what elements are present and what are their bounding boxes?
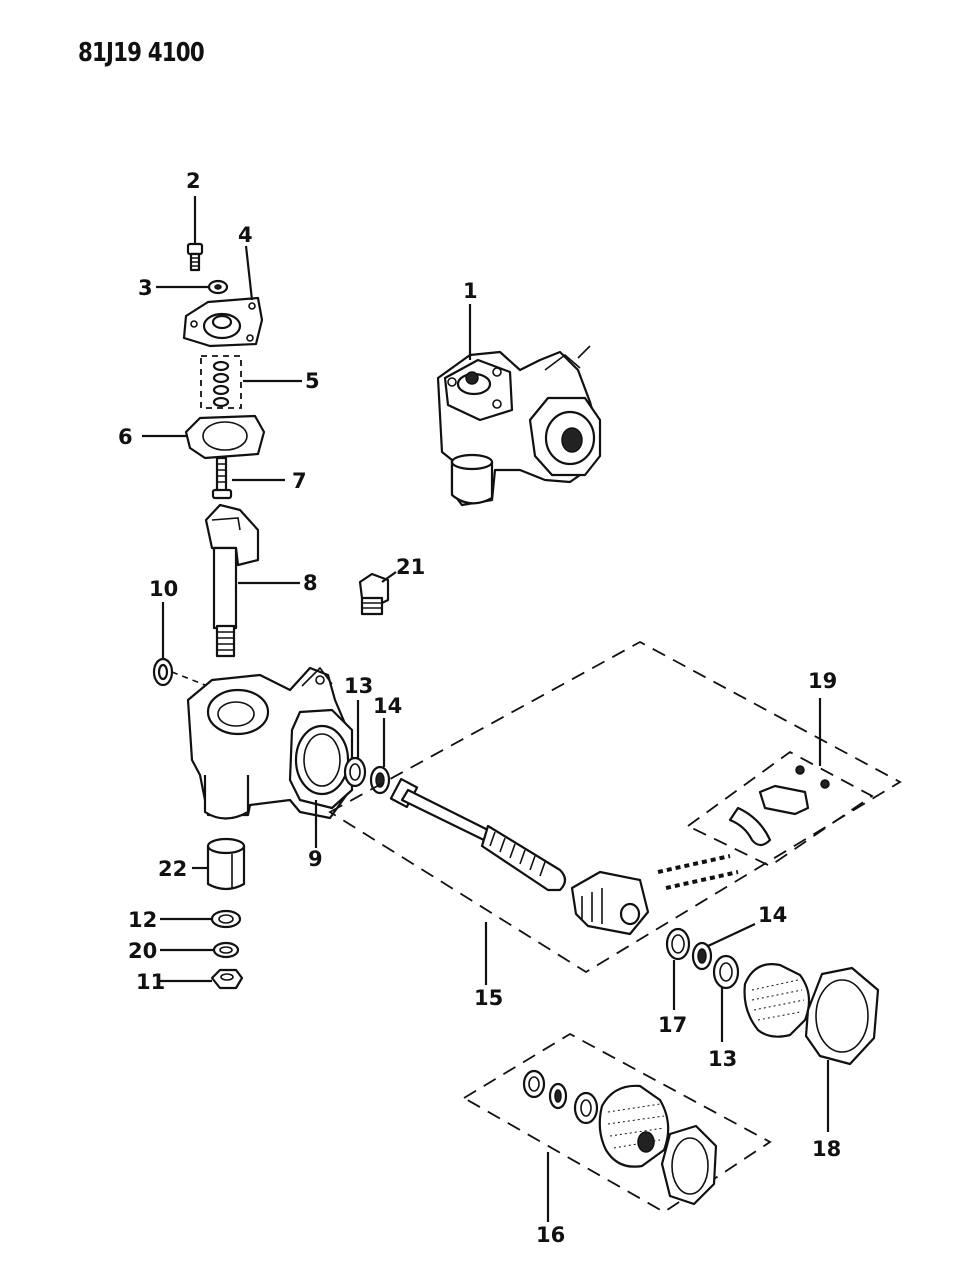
callout-13-lower: 13 [708, 1047, 737, 1071]
part-13-ring-upper [343, 700, 367, 788]
callout-5: 5 [305, 369, 320, 393]
callout-15: 15 [474, 986, 503, 1010]
part-18-lock-nut [804, 966, 880, 1132]
part-13-ring-lower [712, 954, 740, 1042]
part-21-plug [358, 571, 397, 616]
part-20-lock-washer [160, 941, 240, 959]
callout-21: 21 [396, 555, 425, 579]
callout-6: 6 [118, 425, 133, 449]
callout-8: 8 [303, 571, 318, 595]
callout-17: 17 [658, 1013, 687, 1037]
part-1-steering-gear-assembly [436, 345, 602, 507]
part-19-guide-clamp-kit [686, 698, 874, 868]
callout-2: 2 [186, 169, 201, 193]
callout-12: 12 [128, 908, 157, 932]
part-10-seal [152, 602, 206, 687]
part-8-sector-shaft [204, 503, 300, 658]
callout-7: 7 [292, 469, 307, 493]
part-14-bearing-upper [369, 718, 391, 795]
callout-22: 22 [158, 857, 187, 881]
callout-20: 20 [128, 939, 157, 963]
part-9-gear-housing [186, 666, 354, 848]
part-2-bolt [186, 196, 204, 272]
part-12-washer [160, 909, 242, 929]
ball-bearings [657, 854, 739, 890]
callout-14-lower: 14 [758, 903, 787, 927]
part-11-nut [160, 968, 244, 990]
callout-18: 18 [812, 1137, 841, 1161]
callout-10: 10 [149, 577, 178, 601]
callout-16: 16 [536, 1223, 565, 1247]
part-3-nut [156, 279, 229, 295]
part-17-seal [665, 927, 691, 1010]
part-16-adjuster-plug-kit [462, 1032, 772, 1222]
part-15-worm-ball-nut-kit [328, 640, 902, 985]
callout-13-upper: 13 [344, 674, 373, 698]
callout-4: 4 [238, 223, 253, 247]
diagram-code: 81J19 4100 [78, 38, 205, 68]
callout-14-upper: 14 [373, 694, 402, 718]
part-4-side-cover [182, 245, 264, 348]
callout-11: 11 [136, 970, 165, 994]
part-5-shims [200, 355, 302, 409]
part-22-bushing [192, 837, 246, 891]
callout-labels: 1 2 3 4 5 6 7 8 9 10 11 12 13 14 15 16 1… [118, 169, 841, 1247]
callout-9: 9 [308, 847, 323, 871]
callout-19: 19 [808, 669, 837, 693]
part-6-gasket [142, 414, 266, 460]
part-7-adjuster-screw [211, 456, 285, 500]
adjuster-plug [743, 963, 811, 1038]
part-14-bearing-lower [691, 923, 756, 971]
callout-3: 3 [138, 276, 153, 300]
callout-1: 1 [463, 279, 478, 303]
